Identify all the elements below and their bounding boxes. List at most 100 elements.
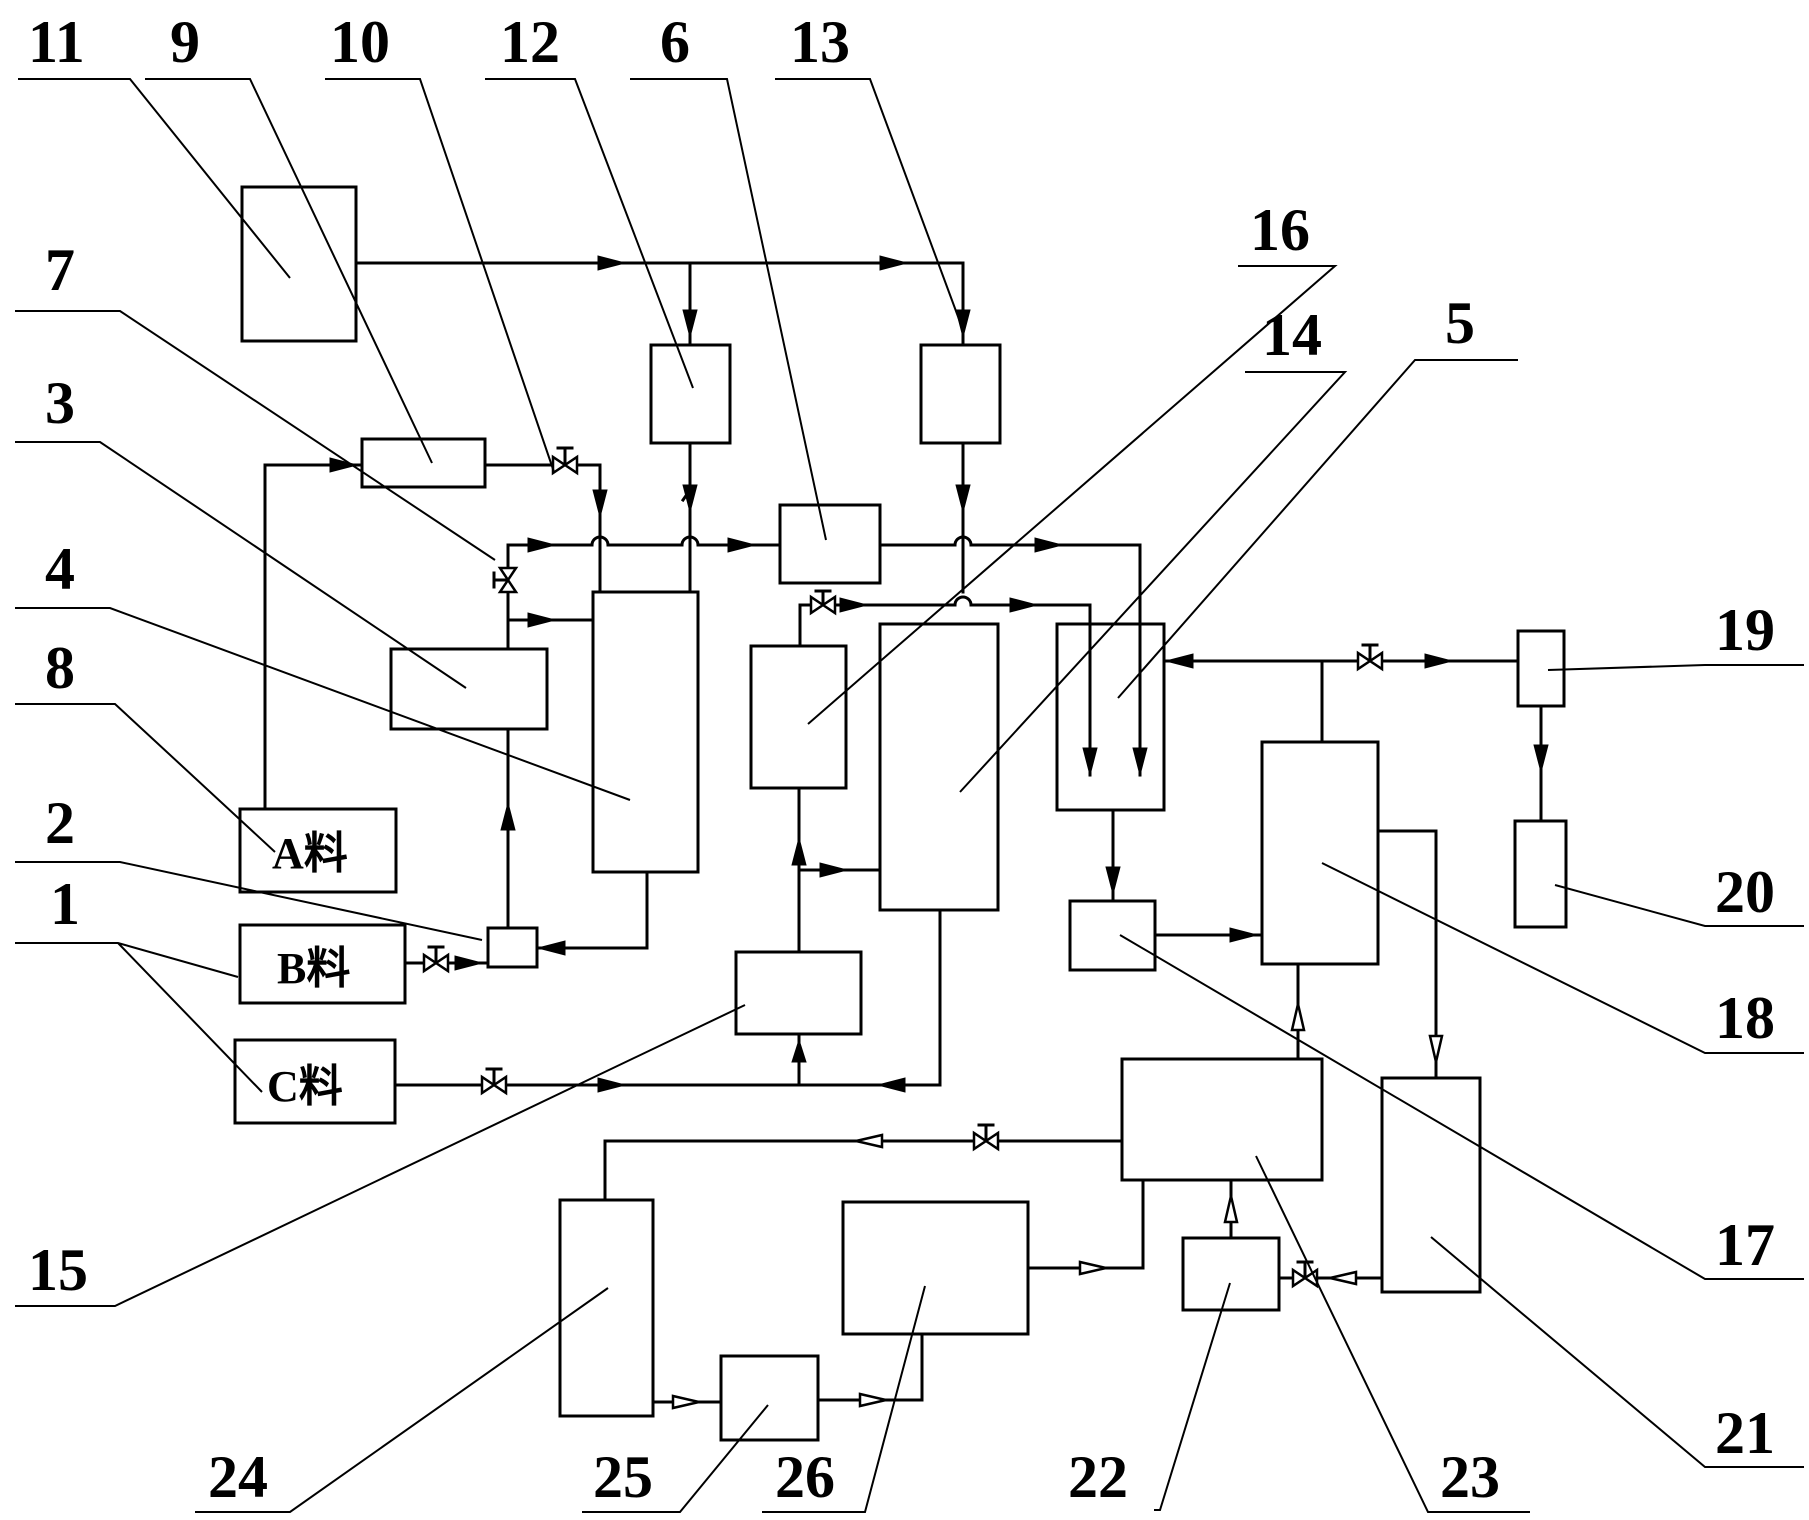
label-14: 14: [1262, 302, 1322, 368]
arrow-down-open-to-21: [1428, 1034, 1444, 1063]
leader-lines: [15, 78, 1804, 1513]
label-4: 4: [45, 536, 75, 602]
arrow-right-open-to-26: [858, 1392, 887, 1408]
unit-13: [919, 343, 1002, 445]
label-15: 15: [28, 1237, 88, 1303]
arrow-up-to-16: [791, 836, 807, 866]
unit-15: [734, 950, 863, 1036]
label-11: 11: [28, 9, 85, 75]
arrow-right-c-line: [597, 1077, 627, 1093]
arrow-right-from-6: [1034, 537, 1064, 553]
arrow-down-13-out: [955, 484, 971, 514]
label-7: 7: [45, 237, 75, 303]
arrow-right-to-19: [1424, 653, 1454, 669]
unit-14: [878, 622, 1000, 912]
arrow-up-open-to-23: [1223, 1195, 1239, 1224]
label-18: 18: [1715, 985, 1775, 1051]
label-3: 3: [45, 370, 75, 436]
valve-10: [551, 446, 579, 476]
unit-19: [1516, 629, 1566, 708]
material-a-label: A料: [272, 829, 348, 878]
label-19: 19: [1715, 597, 1775, 663]
label-23: 23: [1440, 1444, 1500, 1510]
valve-c-line: [480, 1067, 508, 1096]
arrow-right-open-to-25: [671, 1394, 700, 1410]
label-24: 24: [208, 1444, 268, 1510]
valve-16-line: [809, 589, 837, 616]
valve-23-line: [972, 1123, 1000, 1152]
part-number-labels: 11 9 10 12 6 13 7 3 4 8 2 1 16 14 5 15 1…: [28, 9, 1775, 1510]
unit-23: [1120, 1057, 1324, 1182]
label-16: 16: [1250, 197, 1310, 263]
arrow-left-14-bottom: [876, 1077, 906, 1093]
unit-3: [389, 647, 549, 731]
arrow-right-17-to-18: [1229, 927, 1259, 943]
arrow-right-to-6: [727, 537, 757, 553]
label-10: 10: [330, 9, 390, 75]
material-b-label: B料: [277, 944, 350, 993]
label-13: 13: [790, 9, 850, 75]
material-b-tank: [238, 923, 407, 1005]
label-9: 9: [170, 9, 200, 75]
label-8: 8: [45, 635, 75, 701]
material-a-tank: [238, 807, 398, 894]
label-25: 25: [593, 1444, 653, 1510]
arrow-right-upper-line: [527, 537, 557, 553]
material-c-label: C料: [267, 1062, 343, 1111]
arrow-right-open-to-23: [1078, 1260, 1107, 1276]
arrow-right-11-line: [597, 255, 627, 271]
unit-24: [558, 1198, 655, 1418]
arrow-down-10-to-4: [592, 489, 608, 519]
arrow-right-b-to-2: [454, 955, 484, 971]
valve-7: [492, 566, 519, 594]
unit-17: [1068, 899, 1157, 972]
arrowheads: [329, 255, 1549, 1410]
unit-16: [749, 644, 848, 790]
arrow-down-to-20: [1533, 744, 1549, 774]
unit-6: [778, 503, 882, 585]
valve-19-line: [1356, 643, 1384, 672]
unit-20: [1513, 819, 1568, 929]
valves: [422, 446, 1384, 1289]
arrow-left-to-5: [1164, 653, 1194, 669]
label-12: 12: [500, 9, 560, 75]
arrow-down-to-13: [955, 309, 971, 339]
equipment-boxes: [233, 185, 1568, 1442]
arrow-right-to-14: [819, 862, 849, 878]
label-21: 21: [1715, 1400, 1775, 1466]
arrow-down-12-out: [682, 484, 698, 514]
arrow-down-into-5-b: [1132, 747, 1148, 777]
unit-5: [1055, 622, 1166, 812]
unit-12: [649, 343, 732, 445]
label-17: 17: [1715, 1212, 1775, 1278]
arrow-right-to-4: [527, 612, 557, 628]
unit-4: [591, 590, 700, 874]
arrow-right-14-top: [1009, 597, 1039, 613]
label-5: 5: [1445, 290, 1475, 356]
arrow-up-to-3: [500, 801, 516, 831]
label-1: 1: [50, 871, 80, 937]
arrow-right-to-9: [329, 457, 359, 473]
arrow-up-to-15: [791, 1038, 807, 1063]
valve-b-line: [422, 945, 450, 974]
arrow-left-open-to-22: [1329, 1270, 1358, 1286]
arrow-down-to-17: [1105, 866, 1121, 896]
arrow-left-to-2: [536, 940, 566, 956]
arrow-right-11-line-2: [879, 255, 909, 271]
label-2: 2: [45, 790, 75, 856]
arrow-up-open-to-18: [1290, 1003, 1306, 1032]
unit-18: [1260, 740, 1380, 966]
unit-25: [719, 1354, 820, 1442]
label-6: 6: [660, 9, 690, 75]
unit-26: [841, 1200, 1030, 1336]
arrow-down-to-12: [682, 309, 698, 339]
label-20: 20: [1715, 859, 1775, 925]
arrow-down-into-5-a: [1082, 747, 1098, 777]
label-22: 22: [1068, 1444, 1128, 1510]
label-26: 26: [775, 1444, 835, 1510]
unit-21: [1380, 1076, 1482, 1294]
material-labels: A料 B料 C料: [267, 829, 350, 1111]
unit-22: [1181, 1236, 1281, 1312]
arrow-right-16-top: [839, 597, 869, 613]
